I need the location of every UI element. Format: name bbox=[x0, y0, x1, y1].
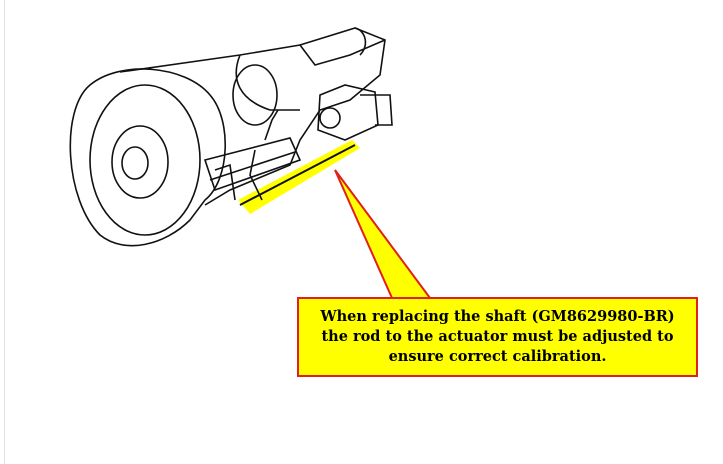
callout-text: When replacing the shaft (GM8629980-BR) … bbox=[320, 308, 675, 365]
callout-pointer bbox=[334, 169, 432, 299]
transmission-drawing bbox=[69, 27, 393, 247]
callout-box: When replacing the shaft (GM8629980-BR) … bbox=[297, 297, 698, 377]
page-edge-line bbox=[4, 0, 5, 464]
